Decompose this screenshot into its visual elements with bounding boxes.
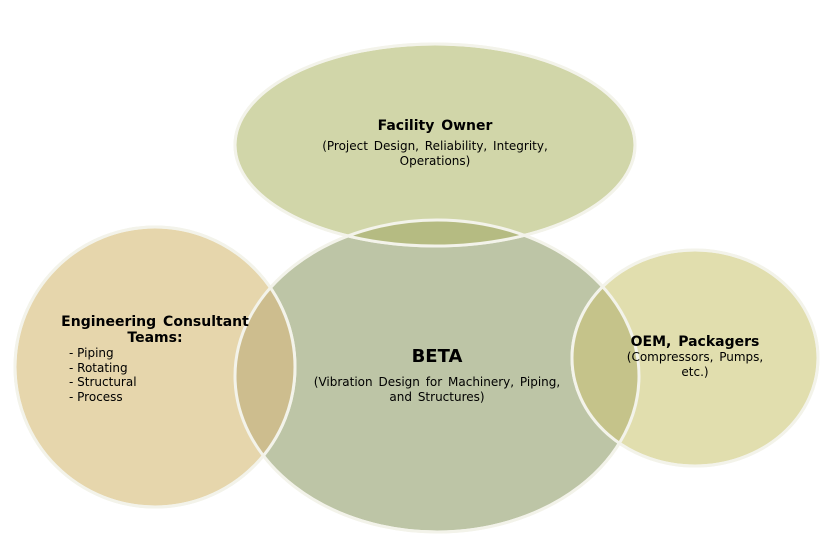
beta-description-2: and Structures) xyxy=(389,390,485,404)
consultant-title-1: Engineering Consultant xyxy=(61,314,249,330)
oem-description-2: etc.) xyxy=(681,365,709,379)
consultant-role-item: Rotating xyxy=(69,361,137,376)
consultant-role-item: Structural xyxy=(69,375,136,390)
consultant-role-list: PipingRotatingStructuralProcess xyxy=(69,346,137,405)
beta-description-1: (Vibration Design for Machinery, Piping, xyxy=(313,375,561,389)
facility-owner-description-2: Operations) xyxy=(399,154,471,168)
consultant-outline xyxy=(13,225,297,509)
beta-outline xyxy=(233,218,641,534)
consultant-role-item: Piping xyxy=(69,346,137,361)
consultant-title-2: Teams: xyxy=(127,330,183,346)
facility-owner-label: Facility Owner (Project Design, Reliabil… xyxy=(285,118,585,169)
facility-owner-outline xyxy=(233,42,637,248)
oem-title: OEM, Packagers xyxy=(630,334,760,350)
facility-owner-title: Facility Owner xyxy=(377,118,493,134)
oem-outline xyxy=(570,248,820,468)
consultant-role-item: Process xyxy=(69,390,137,405)
beta-label: BETA (Vibration Design for Machinery, Pi… xyxy=(287,346,587,405)
beta-title: BETA xyxy=(411,346,463,367)
oem-label: OEM, Packagers (Compressors, Pumps, etc.… xyxy=(600,334,790,380)
consultant-label: Engineering Consultant Teams: xyxy=(40,314,270,346)
oem-description-1: (Compressors, Pumps, xyxy=(626,350,764,364)
facility-owner-description-1: (Project Design, Reliability, Integrity, xyxy=(322,139,548,153)
